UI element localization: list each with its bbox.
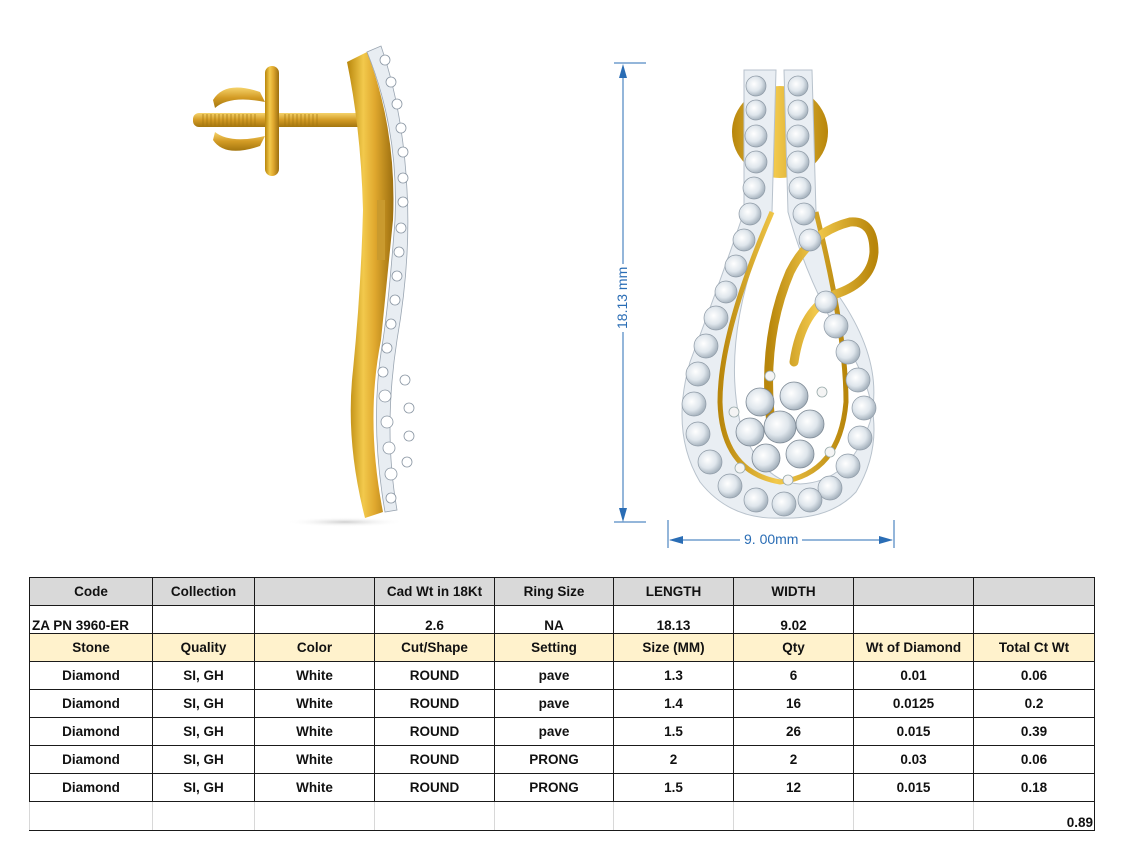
size-cell: 2 [613, 745, 734, 774]
qty-cell: 2 [733, 745, 854, 774]
setting-cell: PRONG [494, 773, 614, 802]
stone-cell: Diamond [29, 717, 153, 746]
color-cell: White [254, 717, 375, 746]
setting-cell: pave [494, 689, 614, 718]
stone-row: Diamond SI, GH White ROUND PRONG 2 2 0.0… [29, 745, 1095, 774]
width-dimension-label: 9. 00mm [740, 531, 803, 547]
size-cell: 1.5 [613, 773, 734, 802]
header-cad-wt: Cad Wt in 18Kt [374, 577, 495, 606]
header-setting: Setting [494, 633, 614, 662]
product-view: 18.13 mm 9. 00mm [193, 45, 895, 548]
ring-size-value: NA [494, 605, 614, 634]
stone-row: Diamond SI, GH White ROUND PRONG 1.5 12 … [29, 773, 1095, 802]
header-wt-of-diamond: Wt of Diamond [853, 633, 974, 662]
size-cell: 1.3 [613, 661, 734, 690]
stone-cell: Diamond [29, 773, 153, 802]
total-ct-cell: 0.18 [973, 773, 1095, 802]
quality-cell: SI, GH [152, 773, 255, 802]
quality-cell: SI, GH [152, 745, 255, 774]
header-ring-size: Ring Size [494, 577, 614, 606]
wt-cell: 0.01 [853, 661, 974, 690]
setting-cell: pave [494, 661, 614, 690]
color-cell: White [254, 773, 375, 802]
total-blank [853, 801, 974, 831]
qty-cell: 12 [733, 773, 854, 802]
total-ct-cell: 0.06 [973, 745, 1095, 774]
header-width: WIDTH [733, 577, 854, 606]
total-blank [152, 801, 255, 831]
setting-cell: pave [494, 717, 614, 746]
header-code: Code [29, 577, 153, 606]
header-blank-1 [254, 577, 375, 606]
qty-cell: 16 [733, 689, 854, 718]
total-ct-cell: 0.06 [973, 661, 1095, 690]
header-size-mm: Size (MM) [613, 633, 734, 662]
quality-cell: SI, GH [152, 661, 255, 690]
header-qty: Qty [733, 633, 854, 662]
color-cell: White [254, 689, 375, 718]
cut-shape-cell: ROUND [374, 661, 495, 690]
size-cell: 1.5 [613, 717, 734, 746]
header-color: Color [254, 633, 375, 662]
quality-cell: SI, GH [152, 717, 255, 746]
stone-row: Diamond SI, GH White ROUND pave 1.3 6 0.… [29, 661, 1095, 690]
height-dimension-label: 18.13 mm [614, 263, 630, 332]
header-length: LENGTH [613, 577, 734, 606]
cad-wt-value: 2.6 [374, 605, 495, 634]
info-row: ZA PN 3960-ER 2.6 NA 18.13 9.02 [29, 605, 1095, 634]
spec-table: Code Collection Cad Wt in 18Kt Ring Size… [29, 577, 1095, 831]
header-cut-shape: Cut/Shape [374, 633, 495, 662]
blank-value-3 [973, 605, 1095, 634]
total-ct-wt-sum: 0.89 [973, 801, 1095, 831]
cut-shape-cell: ROUND [374, 745, 495, 774]
total-blank [494, 801, 614, 831]
header-collection: Collection [152, 577, 255, 606]
header-blank-2 [853, 577, 974, 606]
width-value: 9.02 [733, 605, 854, 634]
header-stone: Stone [29, 633, 153, 662]
total-ct-cell: 0.39 [973, 717, 1095, 746]
header-quality: Quality [152, 633, 255, 662]
quality-cell: SI, GH [152, 689, 255, 718]
wt-cell: 0.015 [853, 773, 974, 802]
header-blank-3 [973, 577, 1095, 606]
stone-cell: Diamond [29, 689, 153, 718]
cut-shape-cell: ROUND [374, 717, 495, 746]
total-row: 0.89 [29, 801, 1095, 831]
wt-cell: 0.0125 [853, 689, 974, 718]
qty-cell: 26 [733, 717, 854, 746]
header-row: Code Collection Cad Wt in 18Kt Ring Size… [29, 577, 1095, 606]
qty-cell: 6 [733, 661, 854, 690]
length-value: 18.13 [613, 605, 734, 634]
total-ct-cell: 0.2 [973, 689, 1095, 718]
cut-shape-cell: ROUND [374, 773, 495, 802]
total-blank [374, 801, 495, 831]
stone-header-row: Stone Quality Color Cut/Shape Setting Si… [29, 633, 1095, 662]
setting-cell: PRONG [494, 745, 614, 774]
total-blank [733, 801, 854, 831]
earring-front-view-image [681, 69, 879, 519]
total-blank [613, 801, 734, 831]
total-blank [254, 801, 375, 831]
product-code: ZA PN 3960-ER [29, 605, 153, 634]
wt-cell: 0.03 [853, 745, 974, 774]
collection-value [152, 605, 255, 634]
stone-row: Diamond SI, GH White ROUND pave 1.4 16 0… [29, 689, 1095, 718]
blank-value-1 [254, 605, 375, 634]
color-cell: White [254, 745, 375, 774]
stone-cell: Diamond [29, 745, 153, 774]
stone-row: Diamond SI, GH White ROUND pave 1.5 26 0… [29, 717, 1095, 746]
blank-value-2 [853, 605, 974, 634]
color-cell: White [254, 661, 375, 690]
size-cell: 1.4 [613, 689, 734, 718]
earring-side-view-image [193, 45, 415, 527]
header-total-ct-wt: Total Ct Wt [973, 633, 1095, 662]
wt-cell: 0.015 [853, 717, 974, 746]
cut-shape-cell: ROUND [374, 689, 495, 718]
total-blank [29, 801, 153, 831]
stone-cell: Diamond [29, 661, 153, 690]
